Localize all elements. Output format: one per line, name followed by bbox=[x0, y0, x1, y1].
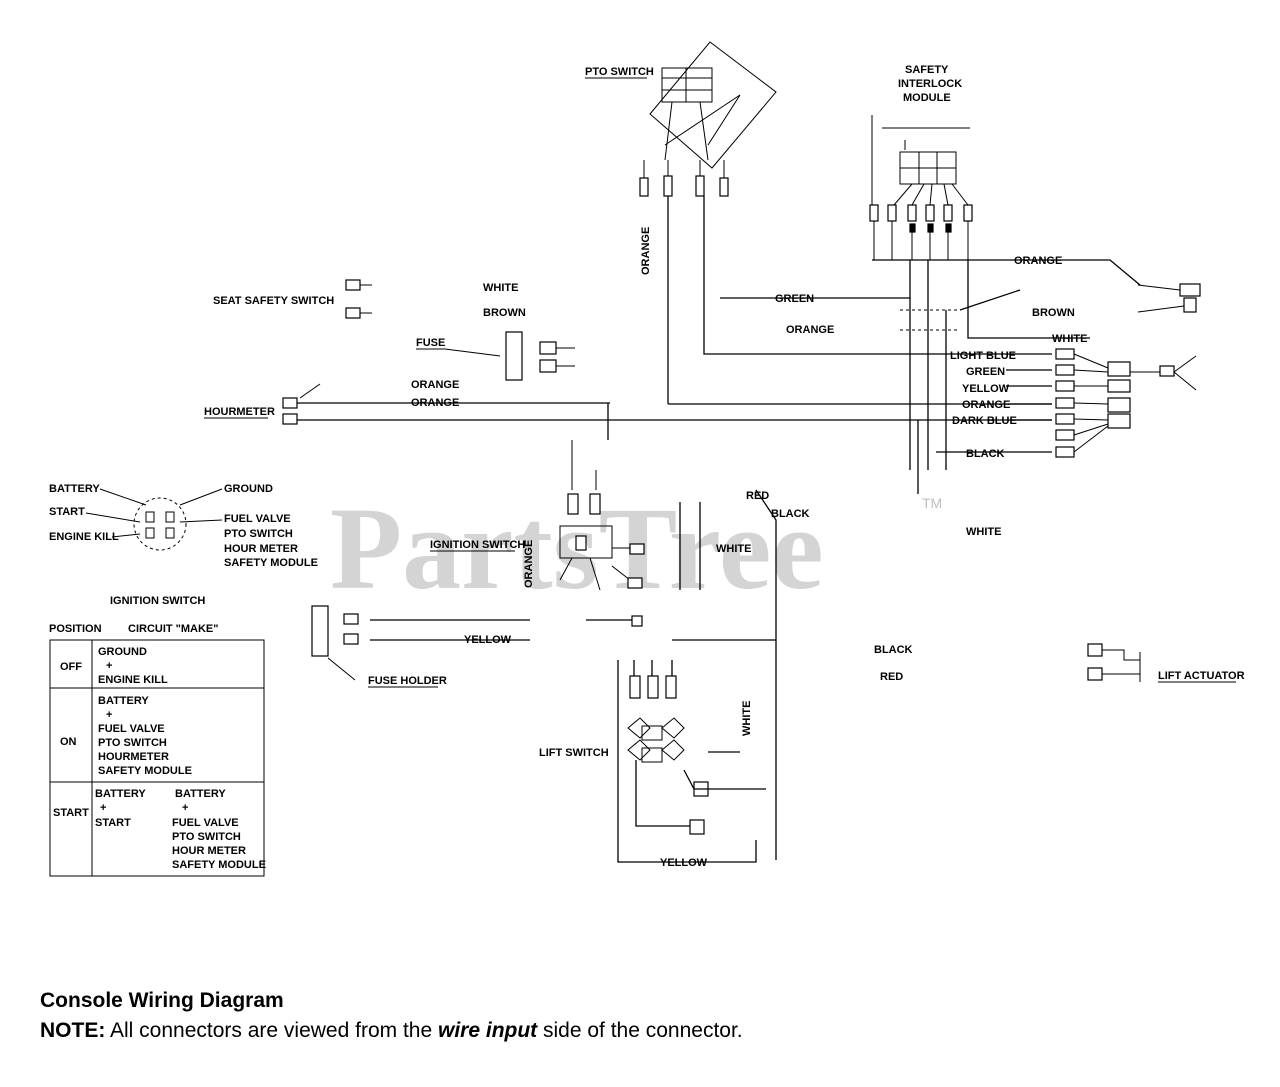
table-start-circuit-a-3: START bbox=[95, 817, 131, 829]
red-label-actuator: RED bbox=[880, 671, 903, 683]
top-right-connector bbox=[1137, 283, 1201, 313]
ground-label: GROUND bbox=[224, 483, 273, 495]
seat-switch-connector-2 bbox=[345, 307, 361, 319]
table-start-circuit-b-2: + bbox=[182, 802, 188, 814]
ignition-table-col-circuit: CIRCUIT "MAKE" bbox=[128, 623, 218, 635]
table-on-circuit-1: BATTERY bbox=[98, 695, 149, 707]
watermark-trademark: TM bbox=[922, 495, 942, 511]
interlock-label-3: MODULE bbox=[903, 92, 951, 104]
pto-connector-2 bbox=[663, 175, 673, 197]
engine-kill-label: ENGINE KILL bbox=[49, 531, 119, 543]
start-label: START bbox=[49, 506, 85, 518]
table-off-position: OFF bbox=[60, 661, 82, 673]
interlock-label-2: INTERLOCK bbox=[898, 78, 962, 90]
table-start-circuit-b-5: HOUR METER bbox=[172, 845, 246, 857]
orange-wire-label-mid: ORANGE bbox=[786, 324, 834, 336]
table-off-circuit-3: ENGINE KILL bbox=[98, 674, 168, 686]
table-off-circuit-2: + bbox=[106, 660, 112, 672]
caption-note: NOTE: All connectors are viewed from the… bbox=[40, 1019, 743, 1042]
brown-wire-label-right: BROWN bbox=[1032, 307, 1075, 319]
fuel-valve-label: FUEL VALVE bbox=[224, 513, 291, 525]
brown-label-top: BROWN bbox=[483, 307, 526, 319]
table-start-circuit-b-4: PTO SWITCH bbox=[172, 831, 241, 843]
green-wire-label: GREEN bbox=[775, 293, 814, 305]
table-start-circuit-b-3: FUEL VALVE bbox=[172, 817, 239, 829]
orange-label-upper: ORANGE bbox=[411, 379, 459, 391]
table-on-circuit-2: + bbox=[106, 709, 112, 721]
interlock-label-1: SAFETY bbox=[905, 64, 949, 76]
lift-actuator-label: LIFT ACTUATOR bbox=[1158, 670, 1245, 682]
ignition-table-title: IGNITION SWITCH bbox=[110, 595, 205, 607]
pto-connector-3 bbox=[695, 175, 705, 197]
white-label-far: WHITE bbox=[966, 526, 1001, 538]
white-label-mid: WHITE bbox=[716, 543, 751, 555]
seat-safety-switch-label: SEAT SAFETY SWITCH bbox=[213, 295, 334, 307]
caption-title: Console Wiring Diagram bbox=[40, 989, 284, 1012]
lift-switch-label: LIFT SWITCH bbox=[539, 747, 609, 759]
ignition-table-grid bbox=[49, 639, 265, 877]
table-start-circuit-a-2: + bbox=[100, 802, 106, 814]
white-wire-label-right: WHITE bbox=[1052, 333, 1087, 345]
note-pre: All connectors are viewed from the bbox=[105, 1019, 438, 1042]
pto-connector-4 bbox=[719, 177, 729, 197]
hourmeter-connector-2 bbox=[282, 413, 298, 425]
black-label-mid: BLACK bbox=[771, 508, 810, 520]
table-on-circuit-5: HOURMETER bbox=[98, 751, 169, 763]
table-on-position: ON bbox=[60, 736, 77, 748]
table-on-circuit-4: PTO SWITCH bbox=[98, 737, 167, 749]
white-label-top: WHITE bbox=[483, 282, 518, 294]
table-start-circuit-a-1: BATTERY bbox=[95, 788, 146, 800]
green-label-right: GREEN bbox=[966, 366, 1005, 378]
ignition-table-col-position: POSITION bbox=[49, 623, 102, 635]
pto-orange-label: ORANGE bbox=[640, 227, 652, 275]
red-label-mid: RED bbox=[746, 490, 769, 502]
hourmeter-connector-1 bbox=[282, 397, 298, 409]
lift-white-label: WHITE bbox=[741, 701, 753, 736]
fuse-label: FUSE bbox=[416, 337, 445, 349]
ignition-output-connector bbox=[631, 615, 643, 627]
seat-switch-connector-1 bbox=[345, 279, 361, 291]
pto-switch-label: PTO SWITCH bbox=[585, 66, 654, 78]
safety-interlock-module bbox=[869, 115, 973, 260]
interlock-orange-label: ORANGE bbox=[1014, 255, 1062, 267]
note-post: side of the connector. bbox=[537, 1019, 743, 1042]
fuse-body bbox=[505, 331, 523, 381]
ignition-switch-label: IGNITION SWITCH bbox=[430, 539, 525, 551]
right-connector-stack bbox=[1055, 348, 1197, 458]
note-label: NOTE: bbox=[40, 1019, 106, 1042]
ignition-orange-label: ORANGE bbox=[523, 540, 535, 588]
safety-module-term-label: SAFETY MODULE bbox=[224, 557, 318, 569]
diagram-caption: Console Wiring Diagram NOTE: All connect… bbox=[40, 986, 1140, 1046]
orange-label-right: ORANGE bbox=[962, 399, 1010, 411]
pto-connector-1 bbox=[639, 177, 649, 197]
table-on-circuit-3: FUEL VALVE bbox=[98, 723, 165, 735]
fuse-holder-label: FUSE HOLDER bbox=[368, 675, 447, 687]
lift-switch-body bbox=[627, 675, 709, 835]
dark-blue-label: DARK BLUE bbox=[952, 415, 1017, 427]
hour-meter-term-label: HOUR METER bbox=[224, 543, 298, 555]
pto-switch bbox=[649, 41, 777, 169]
hourmeter-label: HOURMETER bbox=[204, 406, 275, 418]
table-start-circuit-b-6: SAFETY MODULE bbox=[172, 859, 266, 871]
fuse-connector-2 bbox=[539, 359, 557, 373]
note-emphasis: wire input bbox=[438, 1019, 538, 1042]
table-on-circuit-6: SAFETY MODULE bbox=[98, 765, 192, 777]
fuse-holder bbox=[311, 605, 359, 681]
lift-actuator bbox=[1087, 643, 1141, 682]
table-off-circuit-1: GROUND bbox=[98, 646, 147, 658]
light-blue-label: LIGHT BLUE bbox=[950, 350, 1016, 362]
ignition-switch-face bbox=[85, 488, 223, 551]
yellow-label-right: YELLOW bbox=[962, 383, 1010, 395]
pto-switch-term-label: PTO SWITCH bbox=[224, 528, 293, 540]
yellow-label-bottom: YELLOW bbox=[660, 857, 708, 869]
black-label-right: BLACK bbox=[966, 448, 1005, 460]
battery-label: BATTERY bbox=[49, 483, 100, 495]
table-start-circuit-b-1: BATTERY bbox=[175, 788, 226, 800]
black-label-actuator: BLACK bbox=[874, 644, 913, 656]
ignition-switch-body bbox=[559, 440, 645, 591]
table-start-position: START bbox=[53, 807, 89, 819]
fuse-connector-1 bbox=[539, 341, 557, 355]
